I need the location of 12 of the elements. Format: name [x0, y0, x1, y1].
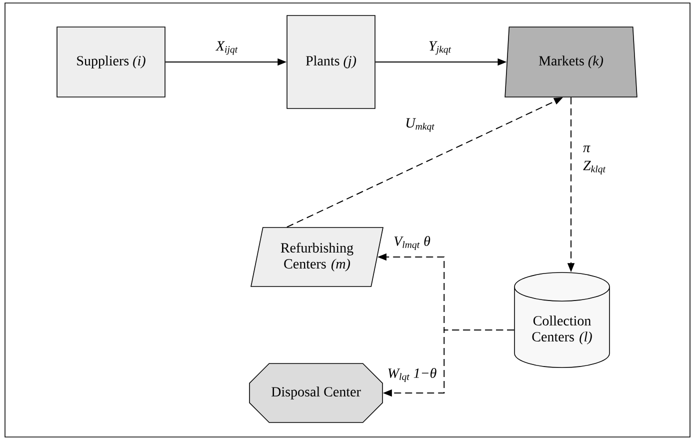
edge-label: Y$_{jkqt}$: [428, 40, 452, 56]
edge-label: π Z$_{klqt}$: [582, 144, 614, 176]
collection-cylinder: Collection Centers (l): [514, 272, 610, 368]
plant-box: Plants (j): [286, 15, 376, 109]
edge-label: W$_{lqt}$ 1−θ: [386, 367, 438, 384]
disposal-octagon: Disposal Center: [249, 363, 383, 423]
refurbishing-parallelogram: Refurbishing Centers (m): [250, 227, 384, 287]
market-trapezium: Markets (k): [504, 26, 638, 98]
edge-label: V$_{lmqt}$ θ: [392, 235, 432, 252]
edge-label: X$_{ijqt}$: [214, 40, 240, 56]
edge-label: U$_{mkqt}$: [404, 117, 436, 133]
supplier-box: Suppliers (i): [56, 26, 166, 98]
